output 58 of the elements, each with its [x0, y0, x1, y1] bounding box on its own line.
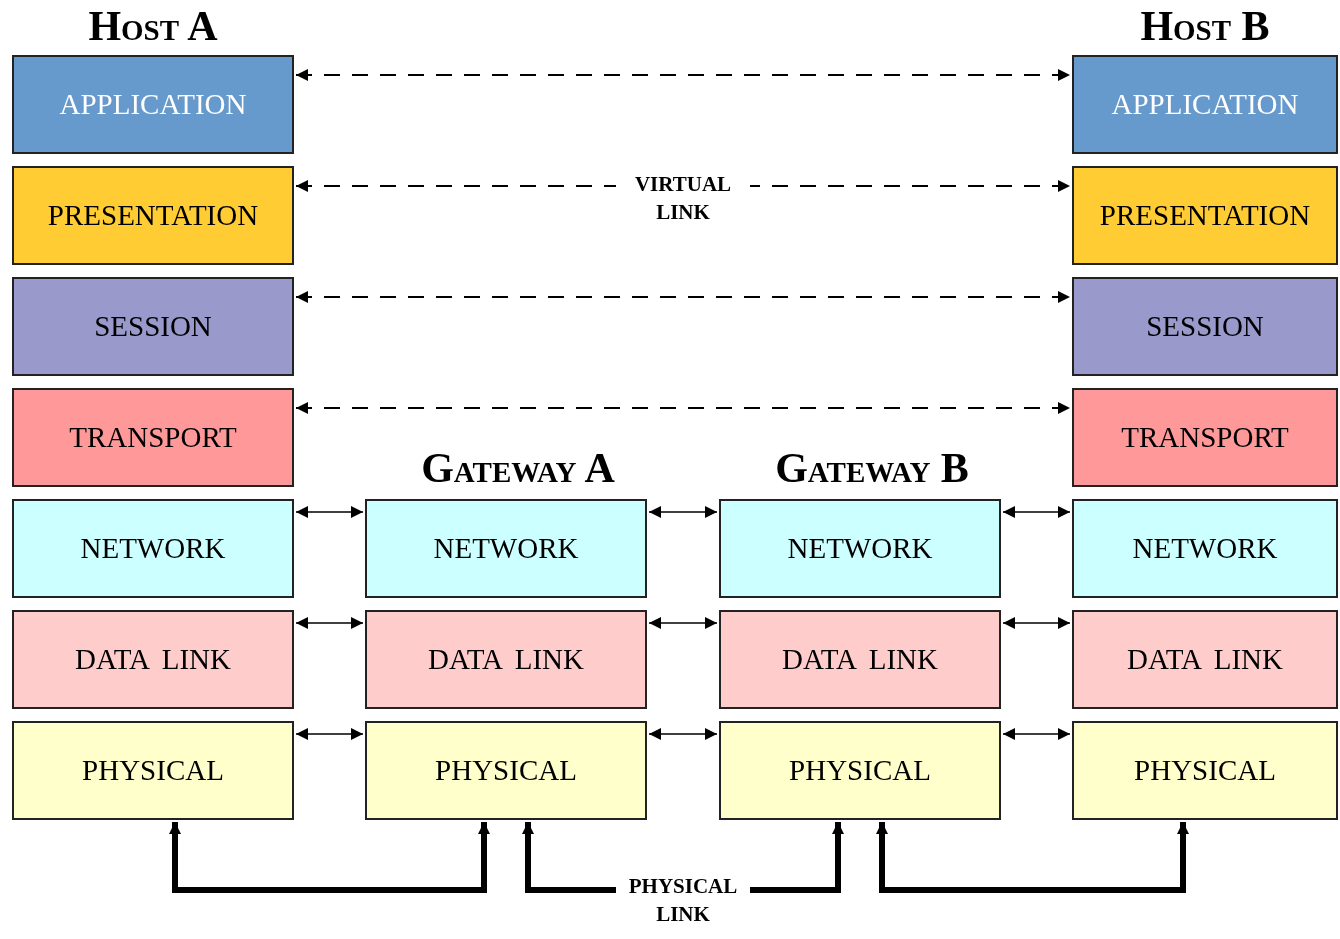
layer-box [12, 55, 294, 154]
layer-box [12, 499, 294, 598]
column-heading: Gateway A [421, 444, 615, 492]
layer-label: PRESENTATION [1099, 199, 1311, 232]
layer-box [719, 721, 1001, 820]
layer-label: SESSION [1146, 310, 1264, 343]
column-heading: Host A [88, 2, 218, 50]
layer-label: PHYSICAL [789, 754, 931, 787]
layer-label: NETWORK [433, 532, 579, 565]
arrow [295, 402, 1071, 414]
layer-label: PHYSICAL [82, 754, 224, 787]
column-heading: Gateway B [775, 444, 969, 492]
arrow [295, 69, 1071, 81]
layer-label: DATA LINK [782, 643, 938, 676]
arrow [648, 728, 718, 740]
layer-box [12, 610, 294, 709]
layer-label: DATA LINK [428, 643, 584, 676]
layer-box [365, 610, 647, 709]
layer-box [1072, 166, 1338, 265]
layer-box [12, 166, 294, 265]
arrow [295, 617, 364, 629]
layer-box [365, 721, 647, 820]
layer-box [12, 388, 294, 487]
arrow [876, 822, 1189, 893]
layer-label: TRANSPORT [69, 421, 237, 454]
arrow [1002, 728, 1071, 740]
arrow [648, 617, 718, 629]
layer-box [12, 277, 294, 376]
layer-label: APPLICATION [59, 88, 247, 121]
arrow [169, 822, 490, 893]
layer-label: NETWORK [1132, 532, 1278, 565]
arrow [295, 291, 1071, 303]
layer-label: NETWORK [787, 532, 933, 565]
layer-label: TRANSPORT [1121, 421, 1289, 454]
layer-box [1072, 277, 1338, 376]
layer-label: PRESENTATION [47, 199, 259, 232]
layer-box [1072, 388, 1338, 487]
layer-box [1072, 55, 1338, 154]
layer-box [1072, 721, 1338, 820]
layer-box [719, 610, 1001, 709]
layer-box [719, 499, 1001, 598]
layer-label: SESSION [94, 310, 212, 343]
layer-box [1072, 499, 1338, 598]
layer-label: DATA LINK [1127, 643, 1283, 676]
arrow [1002, 506, 1071, 518]
layer-label: PHYSICAL [1134, 754, 1276, 787]
arrow [295, 728, 364, 740]
layer-label: APPLICATION [1111, 88, 1299, 121]
arrow [648, 506, 718, 518]
layer-label: DATA LINK [75, 643, 231, 676]
layer-label: NETWORK [80, 532, 226, 565]
arrow [1002, 617, 1071, 629]
layer-label: PHYSICAL [435, 754, 577, 787]
arrow [295, 506, 364, 518]
layer-box [12, 721, 294, 820]
column-heading: Host B [1140, 2, 1270, 50]
layer-box [365, 499, 647, 598]
layer-box [1072, 610, 1338, 709]
